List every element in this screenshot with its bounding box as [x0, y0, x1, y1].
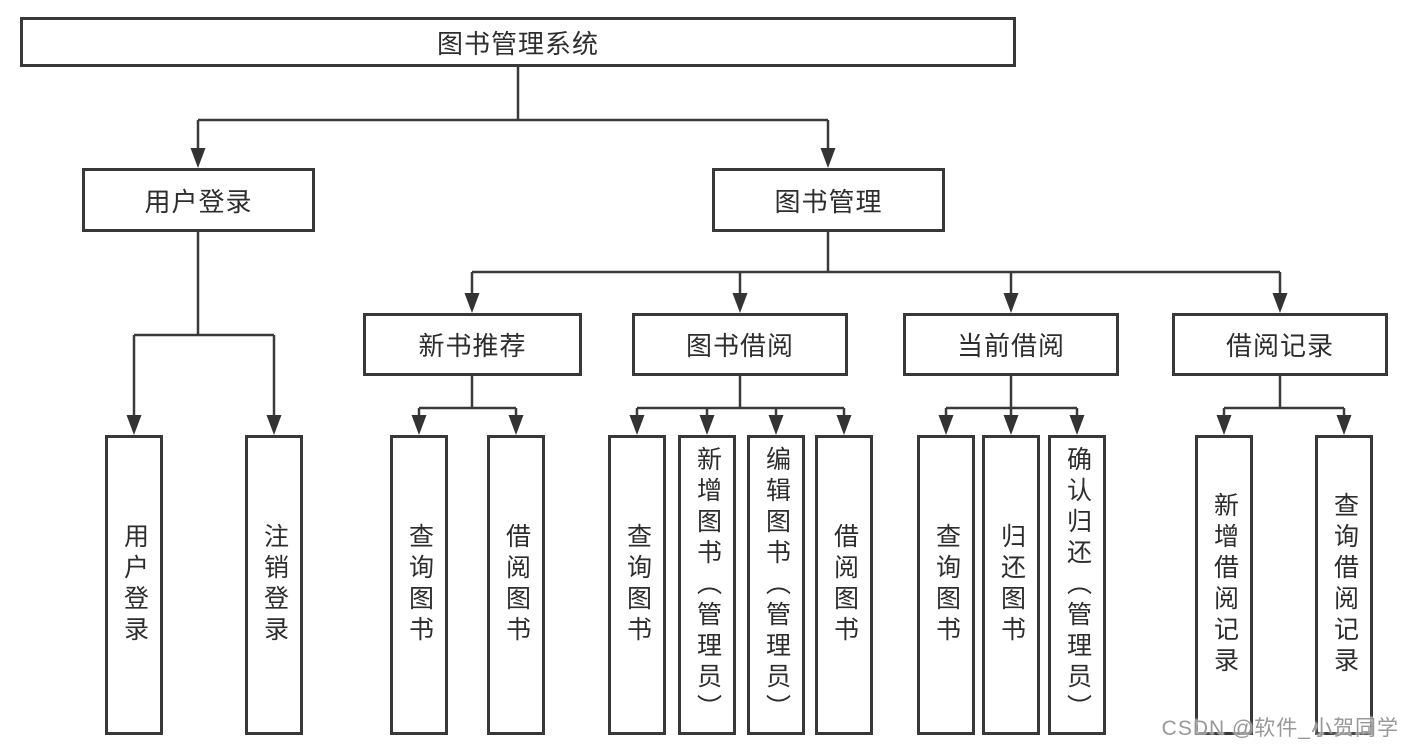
- leaf-borrow-books-1-label: 借阅图书: [502, 523, 531, 647]
- leaf-query-books-1-label: 查询图书: [405, 523, 434, 647]
- leaf-user-login: 用户登录: [105, 435, 163, 735]
- leaf-confirm-return-admin-label: 确认归还（管理员）: [1063, 445, 1092, 725]
- leaf-query-borrow-record-label: 查询借阅记录: [1330, 492, 1359, 678]
- leaf-add-borrow-record: 新增借阅记录: [1195, 435, 1253, 735]
- leaf-add-borrow-record-label: 新增借阅记录: [1210, 492, 1239, 678]
- leaf-user-login-label: 用户登录: [120, 523, 149, 647]
- node-book-borrowing: 图书借阅: [632, 313, 848, 376]
- leaf-borrow-books-1: 借阅图书: [487, 435, 545, 735]
- node-borrowing-records: 借阅记录: [1172, 313, 1388, 376]
- node-user-login-label: 用户登录: [144, 186, 253, 217]
- node-current-borrowing-label: 当前借阅: [956, 331, 1065, 361]
- node-new-book-recommend-label: 新书推荐: [418, 331, 527, 361]
- watermark: CSDN @软件_小贺同学: [1161, 717, 1399, 740]
- leaf-query-books-3-label: 查询图书: [932, 523, 961, 647]
- node-root: 图书管理系统: [20, 17, 1016, 67]
- node-user-login: 用户登录: [82, 168, 315, 232]
- leaf-logout: 注销登录: [245, 435, 303, 735]
- leaf-return-books-label: 归还图书: [997, 523, 1026, 647]
- leaf-query-books-3: 查询图书: [917, 435, 975, 735]
- leaf-edit-books-admin-label: 编辑图书（管理员）: [762, 445, 791, 725]
- leaf-add-books-admin: 新增图书（管理员）: [678, 435, 736, 735]
- leaf-borrow-books-2-label: 借阅图书: [830, 523, 859, 647]
- leaf-add-books-admin-label: 新增图书（管理员）: [693, 445, 722, 725]
- leaf-return-books: 归还图书: [982, 435, 1040, 735]
- node-root-label: 图书管理系统: [436, 28, 599, 59]
- leaf-query-books-1: 查询图书: [390, 435, 448, 735]
- leaf-query-books-2-label: 查询图书: [623, 523, 652, 647]
- node-new-book-recommend: 新书推荐: [363, 313, 582, 376]
- leaf-query-books-2: 查询图书: [608, 435, 666, 735]
- node-book-management-label: 图书管理: [774, 186, 883, 217]
- leaf-logout-label: 注销登录: [260, 523, 289, 647]
- leaf-edit-books-admin: 编辑图书（管理员）: [747, 435, 805, 735]
- node-current-borrowing: 当前借阅: [903, 313, 1119, 376]
- leaf-confirm-return-admin: 确认归还（管理员）: [1048, 435, 1106, 735]
- leaf-borrow-books-2: 借阅图书: [815, 435, 873, 735]
- node-book-management: 图书管理: [712, 168, 945, 232]
- node-book-borrowing-label: 图书借阅: [685, 331, 794, 361]
- leaf-query-borrow-record: 查询借阅记录: [1315, 435, 1373, 735]
- node-borrowing-records-label: 借阅记录: [1225, 331, 1334, 361]
